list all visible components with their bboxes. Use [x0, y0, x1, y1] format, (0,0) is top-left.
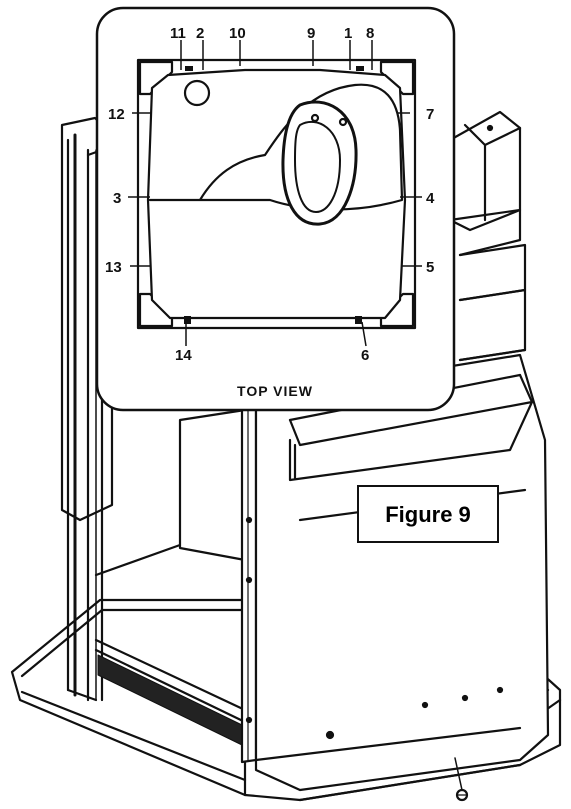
callout-4: 4 [426, 190, 435, 207]
interior-back-panel [178, 408, 247, 562]
callout-8: 8 [366, 25, 374, 42]
callout-2: 2 [196, 25, 204, 42]
top-view-inset: 11 2 10 9 1 8 12 7 3 4 13 5 14 6 TOP VIE… [95, 6, 456, 412]
callout-1: 1 [344, 25, 352, 42]
callout-14: 14 [175, 347, 192, 364]
door-post [240, 396, 258, 764]
callout-10: 10 [229, 25, 246, 42]
figure-label: Figure 9 [385, 502, 471, 527]
figure-label-box: Figure 9 [357, 485, 499, 543]
callout-6: 6 [361, 347, 369, 364]
fastener-screw [454, 757, 469, 802]
callout-3: 3 [113, 190, 121, 207]
callout-13: 13 [105, 259, 122, 276]
callout-9: 9 [307, 25, 315, 42]
callout-12: 12 [108, 106, 125, 123]
callout-7: 7 [426, 106, 434, 123]
side-ribs [448, 208, 527, 362]
front-body [254, 353, 550, 792]
callout-11: 11 [170, 25, 186, 42]
callout-5: 5 [426, 259, 434, 276]
inset-caption: TOP VIEW [237, 383, 313, 399]
